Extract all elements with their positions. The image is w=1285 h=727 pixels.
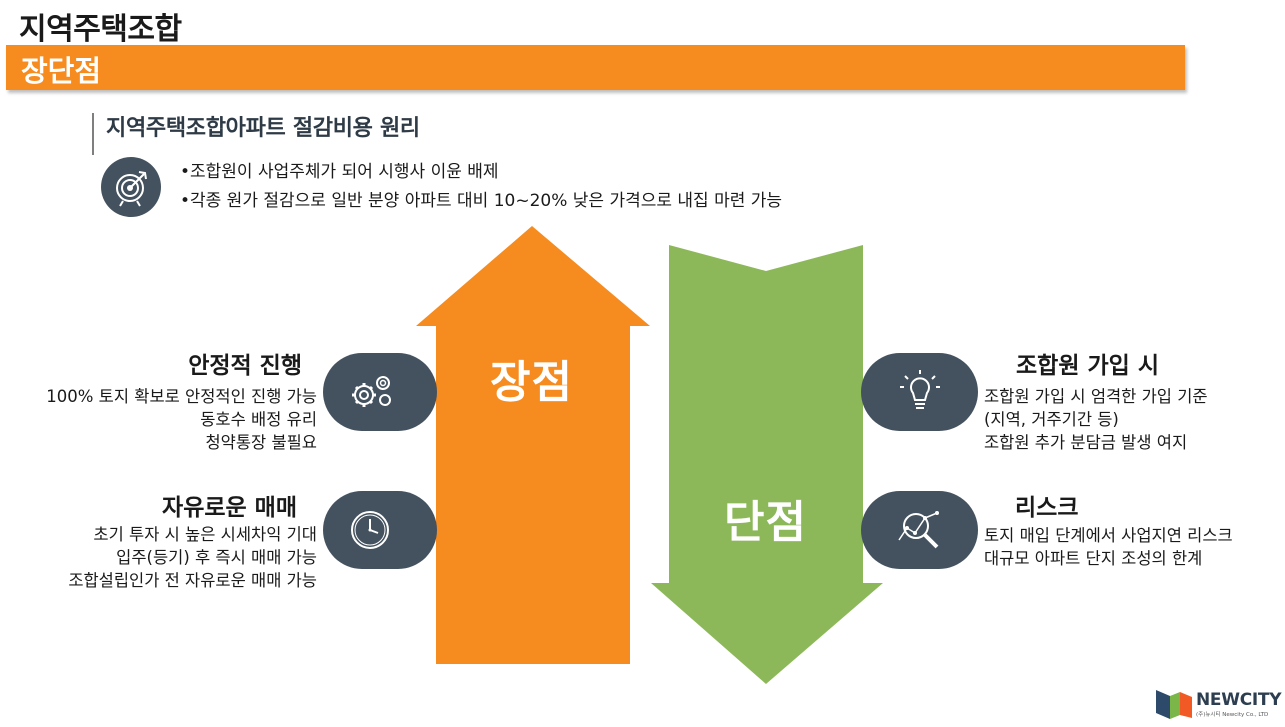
cons-pill-1	[861, 353, 978, 431]
logo-subtitle: (주)뉴시티 Newcity Co., LTD	[1196, 712, 1269, 718]
cons-item-title: 리스크	[1015, 495, 1079, 521]
bullet-item: •조합원이 사업주체가 되어 시행사 이윤 배제	[180, 162, 499, 182]
target-icon-badge	[101, 157, 161, 217]
logo-mark-icon	[1156, 690, 1192, 719]
gears-icon	[352, 376, 391, 407]
bullet-item: •각종 원가 절감으로 일반 분양 아파트 대비 10~20% 낮은 가격으로 …	[180, 191, 783, 211]
pros-pill-2	[323, 491, 437, 569]
pros-item-lines: 초기 투자 시 높은 시세차익 기대 입주(등기) 후 즉시 매매 가능 조합설…	[68, 525, 317, 590]
page-title: 지역주택조합	[19, 12, 182, 47]
pros-item-title: 자유로운 매매	[162, 495, 297, 521]
banner-label: 장단점	[21, 54, 102, 88]
pros-item-lines: 100% 토지 확보로 안정적인 진행 가능 동호수 배정 유리 청약통장 불필…	[46, 387, 317, 452]
principle-bullets: •조합원이 사업주체가 되어 시행사 이윤 배제 •각종 원가 절감으로 일반 …	[180, 158, 782, 216]
principle-title: 지역주택조합아파트 절감비용 원리	[106, 116, 420, 141]
lightbulb-icon	[900, 370, 940, 409]
cons-pill-2	[861, 491, 978, 569]
section-divider	[92, 113, 94, 155]
magnifier-chart-icon	[898, 511, 939, 549]
pros-up-arrow	[416, 226, 650, 664]
cons-label: 단점	[724, 497, 807, 548]
logo-name: NEWCITY	[1196, 690, 1282, 710]
cons-item-title: 조합원 가입 시	[1016, 353, 1159, 379]
target-icon	[116, 171, 147, 207]
cons-item-lines: 토지 매입 단계에서 사업지연 리스크 대규모 아파트 단지 조성의 한계	[984, 526, 1233, 568]
pros-label: 장점	[490, 357, 573, 408]
clock-icon	[351, 511, 389, 549]
pros-item-title: 안정적 진행	[188, 353, 302, 379]
pros-pill-1	[323, 353, 437, 431]
newcity-logo: NEWCITY (주)뉴시티 Newcity Co., LTD	[1154, 688, 1282, 721]
cons-down-arrow	[651, 245, 883, 684]
section-banner: 장단점	[6, 45, 1185, 90]
cons-item-lines: 조합원 가입 시 엄격한 가입 기준 (지역, 거주기간 등) 조합원 추가 분…	[984, 387, 1208, 452]
